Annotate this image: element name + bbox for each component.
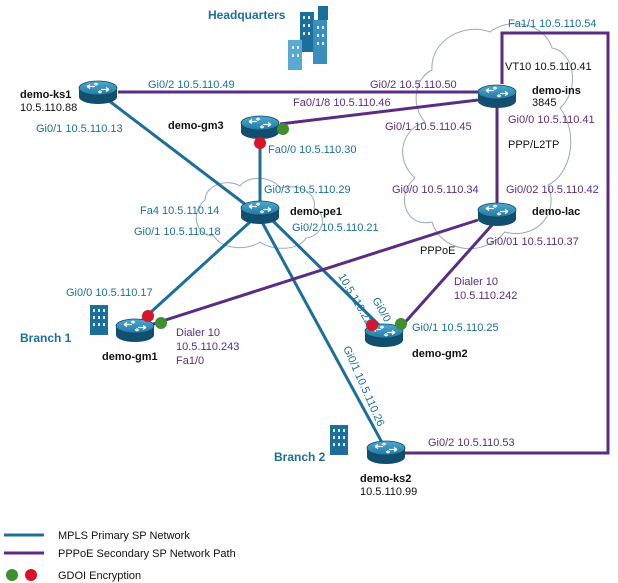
- router-ip-ks2: 10.5.110.99: [360, 486, 417, 498]
- if-gm3-fa018: Fa0/1/8 10.5.110.46: [293, 97, 391, 109]
- link-pe1-ks2: [260, 221, 387, 449]
- router-name-ks1: demo-ks1: [20, 89, 71, 101]
- sp-cloud-wan: [402, 23, 573, 250]
- gdoi-green-dot-gm2: [395, 318, 407, 330]
- legend-pppoe-label: PPPoE Secondary SP Network Path: [58, 548, 236, 560]
- gdoi-red-dot-gm2: [366, 319, 378, 331]
- if-gm2-dialer: Dialer 10: [454, 276, 498, 288]
- if-ks1-gi01: Gi0/1 10.5.110.13: [36, 123, 123, 135]
- link-ks1-pe1: [107, 98, 251, 210]
- gdoi-green-dot-gm3: [277, 123, 289, 135]
- gdoi-green-dot-gm1: [155, 317, 167, 329]
- if-ins-gi00: Gi0/0 10.5.110.41: [508, 114, 595, 126]
- router-ip-ks1: 10.5.110.88: [20, 102, 77, 114]
- legend-gdoi-label: GDOI Encryption: [58, 570, 141, 582]
- legend-mpls-label: MPLS Primary SP Network: [58, 530, 190, 542]
- if-pe1-gi02: Gi0/2 10.5.110.21: [292, 222, 379, 234]
- if-gm1-fa10: Fa1/0: [176, 355, 204, 367]
- router-demo-lac-icon[interactable]: [477, 202, 517, 227]
- router-name-gm1: demo-gm1: [102, 351, 158, 363]
- if-gm1-gi00: Gi0/0 10.5.110.17: [66, 287, 153, 299]
- router-name-pe1: demo-pe1: [290, 206, 342, 218]
- if-lac-gi02: Gi0/02 10.5.110.42: [506, 184, 599, 196]
- site-label-headquarters: Headquarters: [208, 8, 286, 22]
- link-lac-gm2: [398, 224, 494, 329]
- if-gm3-fa00: Fa0/0 10.5.110.30: [268, 144, 356, 156]
- if-lac-gi00: Gi0/0 10.5.110.34: [392, 184, 479, 196]
- router-name-lac: demo-lac: [532, 206, 580, 218]
- if-lac-gi01: Gi0/01 10.5.110.37: [486, 236, 579, 248]
- if-ks2-gi02: Gi0/2 10.5.110.53: [428, 437, 515, 449]
- link-gm3-ins: [279, 98, 479, 126]
- link-ins-ks2: [405, 31, 610, 455]
- site-label-branch2: Branch 2: [274, 450, 326, 464]
- sp-cloud-pe: [195, 177, 323, 249]
- router-name-gm2: demo-gm2: [412, 348, 468, 360]
- branch1-building-icon: [90, 305, 108, 335]
- if-gm1-dialer: Dialer 10: [176, 327, 220, 339]
- gdoi-red-dot-gm3: [254, 137, 266, 149]
- if-gm2-gi00-ip: 10.5.110.22: [335, 272, 374, 328]
- protocol-label-pppoe: PPPoE: [420, 245, 455, 257]
- if-gm2-gi01: Gi0/1 10.5.110.25: [412, 322, 499, 334]
- legend: MPLS Primary SP Network PPPoE Secondary …: [4, 530, 236, 582]
- if-gm1-dialer-ip: 10.5.110.243: [176, 341, 239, 353]
- if-ins-fa11: Fa1/1 10.5.110.54: [508, 18, 596, 30]
- router-vt-ins: VT10 10.5.110.41: [505, 61, 592, 73]
- router-name-gm3: demo-gm3: [168, 120, 224, 132]
- if-ins-gi02: Gi0/2 10.5.110.50: [370, 79, 457, 91]
- router-demo-ks1-icon[interactable]: [78, 80, 118, 105]
- link-lac-gm1: [149, 218, 479, 327]
- router-demo-ks2-icon[interactable]: [366, 440, 406, 465]
- if-pe1-gi01: Gi0/1 10.5.110.18: [134, 226, 221, 238]
- site-label-branch1: Branch 1: [20, 331, 72, 345]
- if-gm2-dialer-ip: 10.5.110.242: [454, 290, 517, 302]
- router-demo-gm3-icon[interactable]: [240, 115, 280, 140]
- protocol-label-ppp-l2tp: PPP/L2TP: [508, 139, 559, 151]
- link-pe1-gm1: [138, 220, 252, 324]
- router-name-ins: demo-ins: [532, 85, 581, 97]
- if-pe1-gi03: Gi0/3 10.5.110.29: [264, 184, 351, 196]
- legend-gdoi-red-dot: [25, 569, 37, 581]
- branch2-building-icon: [330, 425, 348, 455]
- router-demo-gm1-icon[interactable]: [115, 318, 155, 343]
- link-pe1-gm2: [270, 218, 382, 328]
- router-model-ins: 3845: [532, 97, 556, 109]
- gdoi-red-dot-gm1: [142, 310, 154, 322]
- if-ins-gi01: Gi0/1 10.5.110.45: [385, 121, 472, 133]
- router-demo-pe1-icon[interactable]: [240, 200, 280, 225]
- if-ks1-gi02: Gi0/2 10.5.110.49: [148, 79, 235, 91]
- headquarters-building-icon: [288, 6, 328, 70]
- router-demo-ins-icon[interactable]: [477, 84, 517, 109]
- legend-gdoi-green-dot: [6, 569, 18, 581]
- router-name-ks2: demo-ks2: [360, 473, 411, 485]
- if-pe1-fa4: Fa4 10.5.110.14: [140, 205, 219, 217]
- if-pe1-to-ks2: Gi0/1 10.5.110.26: [340, 344, 386, 428]
